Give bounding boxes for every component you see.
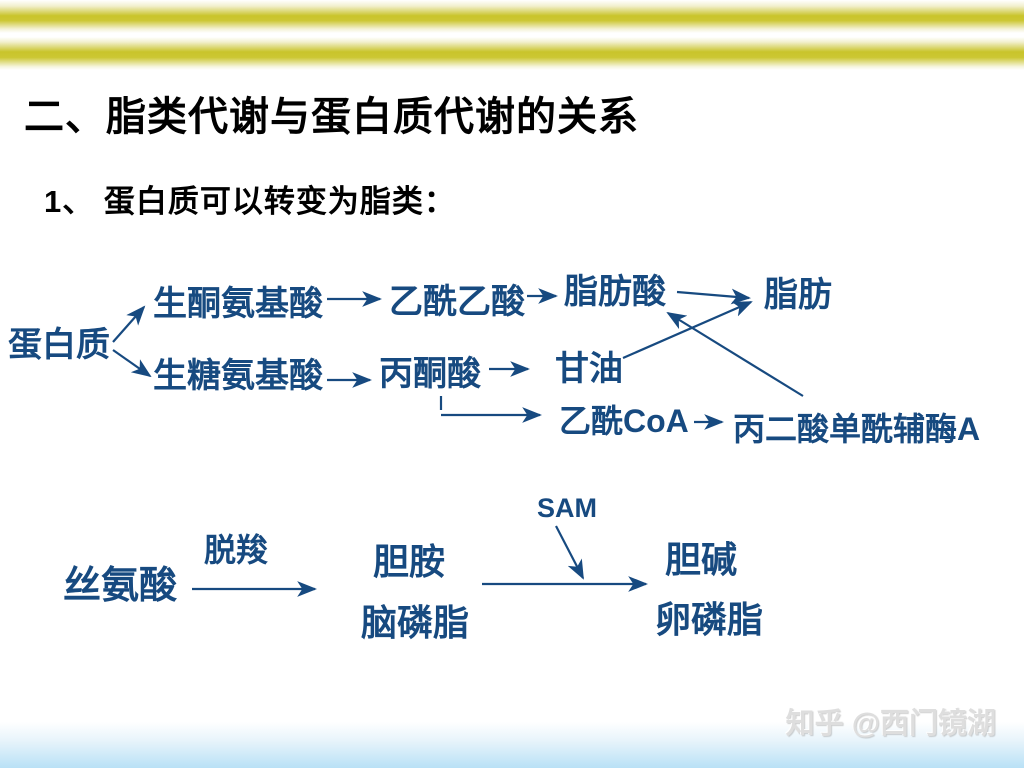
- node-malonyl-coa: 丙二酸单酰辅酶A: [733, 411, 981, 447]
- node-glucogenic-aa: 生糖氨基酸: [153, 357, 323, 395]
- section-heading: 1、 蛋白质可以转变为脂类：: [44, 184, 456, 219]
- bottom-decoration-bar: [0, 722, 1024, 768]
- label-decarboxylation: 脱羧: [204, 532, 269, 568]
- top-decoration-bar-2: [0, 37, 1024, 70]
- watermark: 知乎 @西门镜湖: [785, 708, 996, 740]
- arrow-fattyacid-to-fat: [676, 288, 751, 305]
- node-protein: 蛋白质: [8, 326, 110, 364]
- node-fatty-acid: 脂肪酸: [564, 273, 666, 311]
- node-ketogenic-aa: 生酮氨基酸: [153, 285, 323, 323]
- label-sam: SAM: [537, 493, 597, 523]
- node-choline: 胆碱: [665, 539, 738, 580]
- top-decoration-bar-1: [0, 0, 1024, 33]
- node-acetoacetate: 乙酰乙酸: [389, 283, 525, 321]
- arrow-malonylcoa-to-fattyacid: [666, 311, 804, 397]
- node-ethanolamine: 胆胺: [373, 541, 446, 582]
- node-serine: 丝氨酸: [63, 565, 178, 607]
- arrow-protein-to-glucogenic-aa: [112, 349, 152, 378]
- node-lecithin: 卵磷脂: [655, 599, 764, 640]
- node-cephalin: 脑磷脂: [361, 602, 470, 643]
- arrow-protein-to-ketogenic-aa: [112, 305, 146, 343]
- arrow-sam-into-reaction: [555, 525, 584, 580]
- node-acetyl-coa: 乙酰CoA: [559, 403, 689, 439]
- page-title: 二、脂类代谢与蛋白质代谢的关系: [24, 95, 639, 139]
- node-fat: 脂肪: [764, 276, 832, 314]
- node-pyruvate: 丙酮酸: [379, 355, 481, 393]
- node-glycerol: 甘油: [555, 350, 623, 388]
